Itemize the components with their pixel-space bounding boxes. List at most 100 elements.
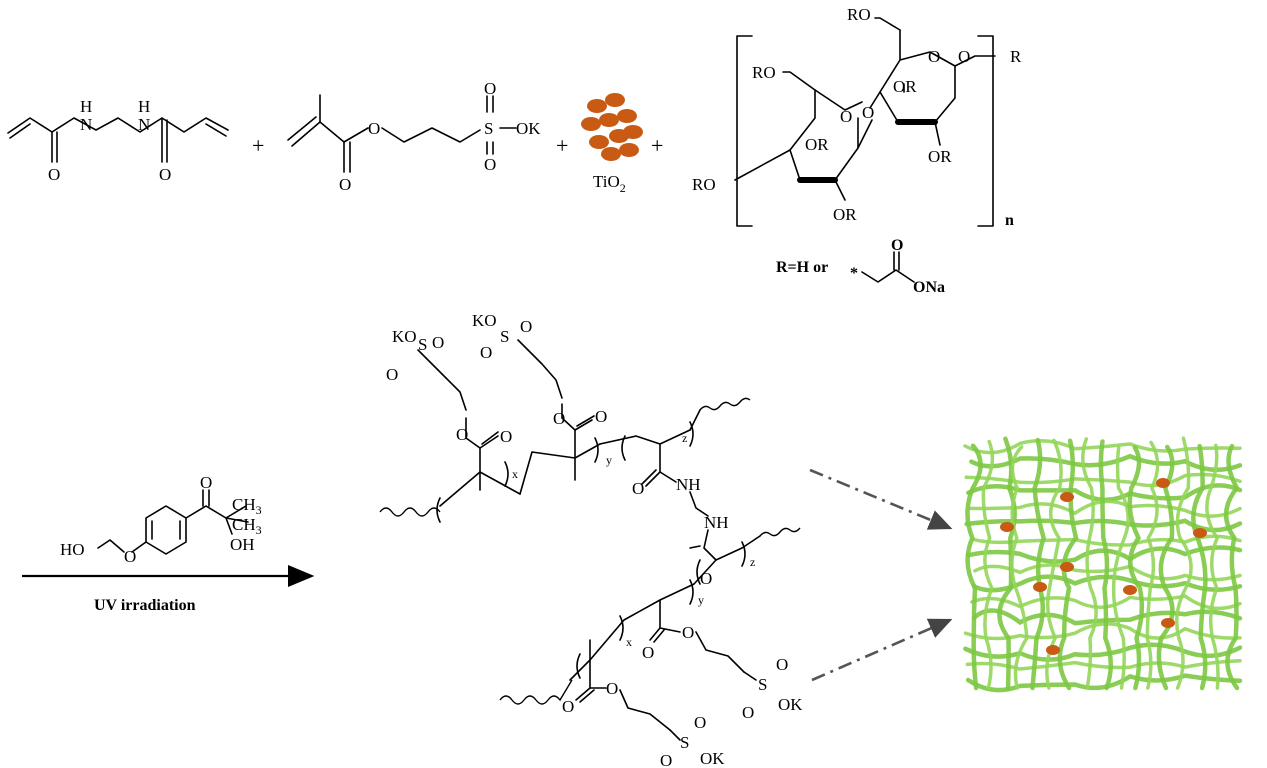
product-o-c4: O	[562, 697, 574, 716]
mba-h-left: H	[80, 97, 92, 116]
mba-o-left: O	[48, 165, 60, 184]
initiator-o-ether: O	[124, 547, 136, 566]
tio2-particles: TiO2	[581, 93, 643, 195]
product-o-2a: O	[520, 317, 532, 336]
cmc-o-link: O	[862, 103, 874, 122]
cmc-r-ona: ONa	[913, 279, 945, 296]
product-o-1a: O	[432, 333, 444, 352]
mba-n-right: N	[138, 115, 150, 134]
network-fiber	[1045, 438, 1063, 690]
product-o-c2: O	[595, 407, 607, 426]
network-fiber	[1030, 437, 1047, 691]
spm-molecule: O O S O O OK	[287, 79, 541, 194]
tio2-particle	[589, 135, 609, 149]
tio2-particle	[617, 109, 637, 123]
network-fiber	[1127, 445, 1145, 691]
product-o-amide-1: O	[632, 479, 644, 498]
reaction-condition: UV irradiation	[94, 597, 196, 614]
network-fiber	[1081, 437, 1098, 690]
spm-o-carbonyl: O	[339, 175, 351, 194]
network-tio2-particle	[1046, 645, 1060, 655]
network-fiber	[1098, 439, 1114, 691]
cmc-r-definition: R=H or	[776, 259, 828, 276]
initiator-ch3-1: CH3	[232, 495, 262, 517]
product-o-4a: O	[694, 713, 706, 732]
network-tio2-particle	[1161, 618, 1175, 628]
network-fiber	[1191, 443, 1208, 691]
tio2-particle	[623, 125, 643, 139]
cmc-ro-bottom-left: RO	[692, 175, 716, 194]
network-fiber	[1111, 446, 1130, 690]
cmc-o-end: O	[958, 47, 970, 66]
cmc-o-ring-1: O	[928, 47, 940, 66]
spm-o-ester: O	[368, 119, 380, 138]
network-fiber	[981, 439, 995, 690]
cmc-or-3: OR	[928, 147, 952, 166]
product-z: z	[682, 431, 687, 445]
network-tio2-particle	[1033, 582, 1047, 592]
spm-s: S	[484, 119, 493, 138]
hydrogel-network	[963, 436, 1243, 693]
cmc-r-end: R	[1010, 47, 1022, 66]
product-o-e2: O	[553, 409, 565, 428]
network-tio2-particle	[1193, 528, 1207, 538]
mba-molecule: H N H N O O	[7, 97, 229, 184]
product-o-3b: O	[742, 703, 754, 722]
product-o-e1: O	[456, 425, 468, 444]
initiator-o-keto: O	[200, 473, 212, 492]
dash-arrow-upper	[809, 468, 953, 530]
product-o-e4: O	[606, 679, 618, 698]
product-x: x	[512, 467, 518, 481]
plus-sign-1: +	[252, 133, 264, 158]
network-fiber	[1175, 436, 1193, 690]
cmc-or-2: OR	[805, 135, 829, 154]
product-z-2: z	[750, 555, 755, 569]
plus-sign-3: +	[651, 133, 663, 158]
network-fiber	[1223, 443, 1240, 691]
cmc-molecule: RO RO RO OR OR OR OR O O O O R n R=H or …	[692, 5, 1022, 296]
initiator-ho: HO	[60, 540, 85, 559]
cmc-o-ring-2: O	[840, 107, 852, 126]
network-tio2-particle	[1123, 585, 1137, 595]
plus-sign-2: +	[556, 133, 568, 158]
network-fiber	[1010, 445, 1029, 690]
network-fiber	[970, 594, 1242, 611]
network-tio2-particle	[1060, 492, 1074, 502]
product-s-2: S	[500, 327, 509, 346]
cmc-r-star: *	[850, 265, 858, 282]
mba-n-left: N	[80, 115, 92, 134]
cmc-or-1: OR	[893, 77, 917, 96]
dash-arrow-lower	[811, 618, 953, 682]
spm-ok: OK	[516, 119, 541, 138]
product-o-1b: O	[386, 365, 398, 384]
network-fiber	[965, 443, 983, 691]
product-nh-2: NH	[704, 513, 729, 532]
tio2-particle	[605, 93, 625, 107]
product-ok-4: OK	[700, 749, 725, 768]
spm-o-top: O	[484, 79, 496, 98]
network-tio2-particle	[1156, 478, 1170, 488]
product-nh-1: NH	[676, 475, 701, 494]
cmc-ro-top: RO	[847, 5, 871, 24]
product-ko-2: KO	[472, 311, 497, 330]
product-s-3: S	[758, 675, 767, 694]
product-o-c3: O	[642, 643, 654, 662]
tio2-label: TiO2	[593, 172, 626, 195]
photoinitiator: O CH3 CH3 OH HO O	[60, 473, 262, 566]
cmc-r-o: O	[891, 237, 903, 254]
product-ok-3: OK	[778, 695, 803, 714]
product-y-2: y	[698, 593, 704, 607]
network-fiber	[963, 622, 1242, 641]
product-s-4: S	[680, 733, 689, 752]
mba-o-right: O	[159, 165, 171, 184]
network-fiber	[963, 642, 1243, 662]
network-tio2-particle	[1000, 522, 1014, 532]
product-o-e3: O	[682, 623, 694, 642]
product-o-2b: O	[480, 343, 492, 362]
product-x-2: x	[626, 635, 632, 649]
initiator-ch3-2: CH3	[232, 515, 262, 537]
tio2-particle	[581, 117, 601, 131]
network-tio2-particle	[1060, 562, 1074, 572]
